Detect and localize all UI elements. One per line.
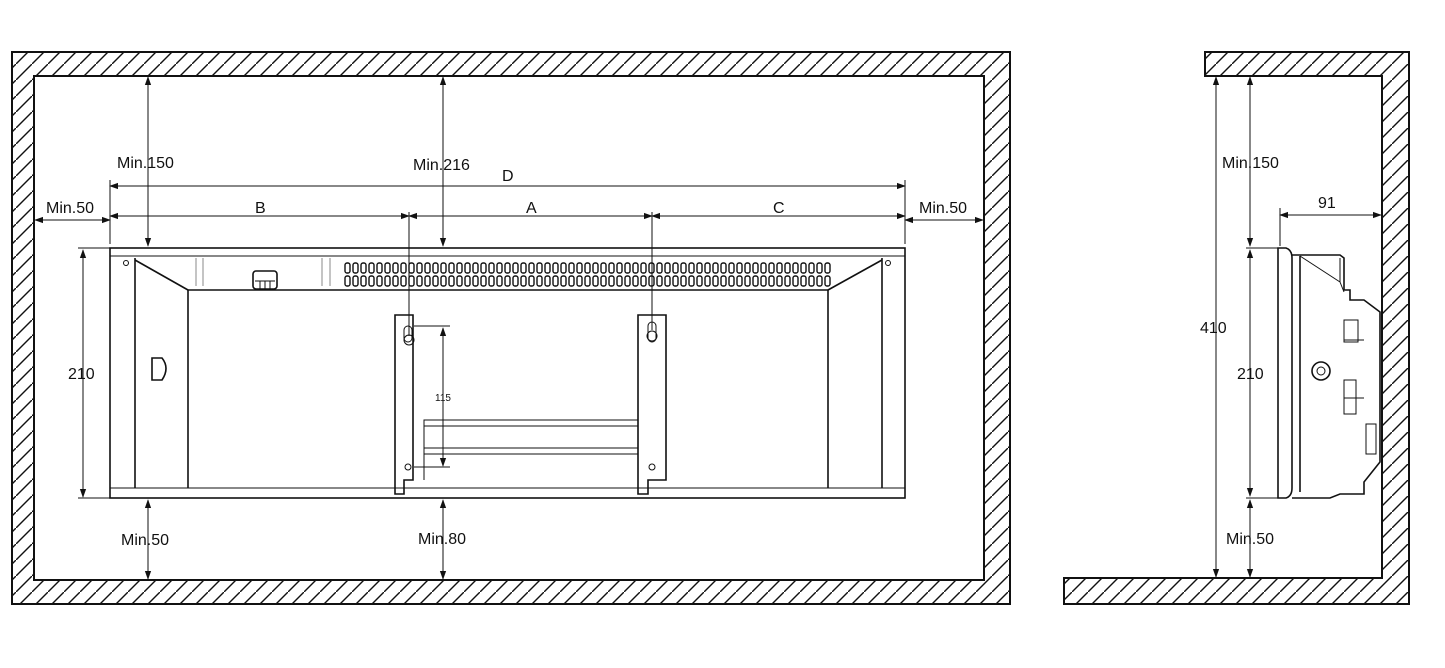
side-view: Min.150 91 410 210 Min.50 <box>1063 51 1410 605</box>
min-side-right-label: Min.50 <box>919 200 967 217</box>
switch-icon <box>252 270 278 290</box>
knob-icon <box>151 357 167 381</box>
dim-a-label: A <box>526 200 537 217</box>
overall-width-label: D <box>502 168 514 185</box>
dim-b-label: B <box>255 200 266 217</box>
min-top-center-label: Min.216 <box>413 157 470 174</box>
min-bottom-center-label: Min.80 <box>418 531 466 548</box>
side-min-bottom-label: Min.50 <box>1226 531 1274 548</box>
total-height-label: 410 <box>1200 320 1227 337</box>
heater-side <box>1277 247 1381 499</box>
side-wall-frame <box>1063 51 1410 605</box>
mounting-bracket-left <box>394 314 415 495</box>
dim-c-label: C <box>773 200 785 217</box>
bracket-spacing-label: 115 <box>435 393 451 404</box>
mounting-bracket-right <box>637 314 667 495</box>
depth-label: 91 <box>1318 195 1336 212</box>
heater-front <box>109 247 906 499</box>
height-label: 210 <box>68 366 95 383</box>
front-view: Min.150 Min.216 D B A C Min.50 Min.50 21… <box>11 51 1011 605</box>
side-min-top-label: Min.150 <box>1222 155 1279 172</box>
side-height-label: 210 <box>1237 366 1264 383</box>
min-bottom-left-label: Min.50 <box>121 532 169 549</box>
min-side-left-label: Min.50 <box>46 200 94 217</box>
vent-grille <box>344 262 831 287</box>
knob-icon <box>1311 361 1331 381</box>
front-wall-frame <box>11 51 1011 605</box>
min-top-left-label: Min.150 <box>117 155 174 172</box>
